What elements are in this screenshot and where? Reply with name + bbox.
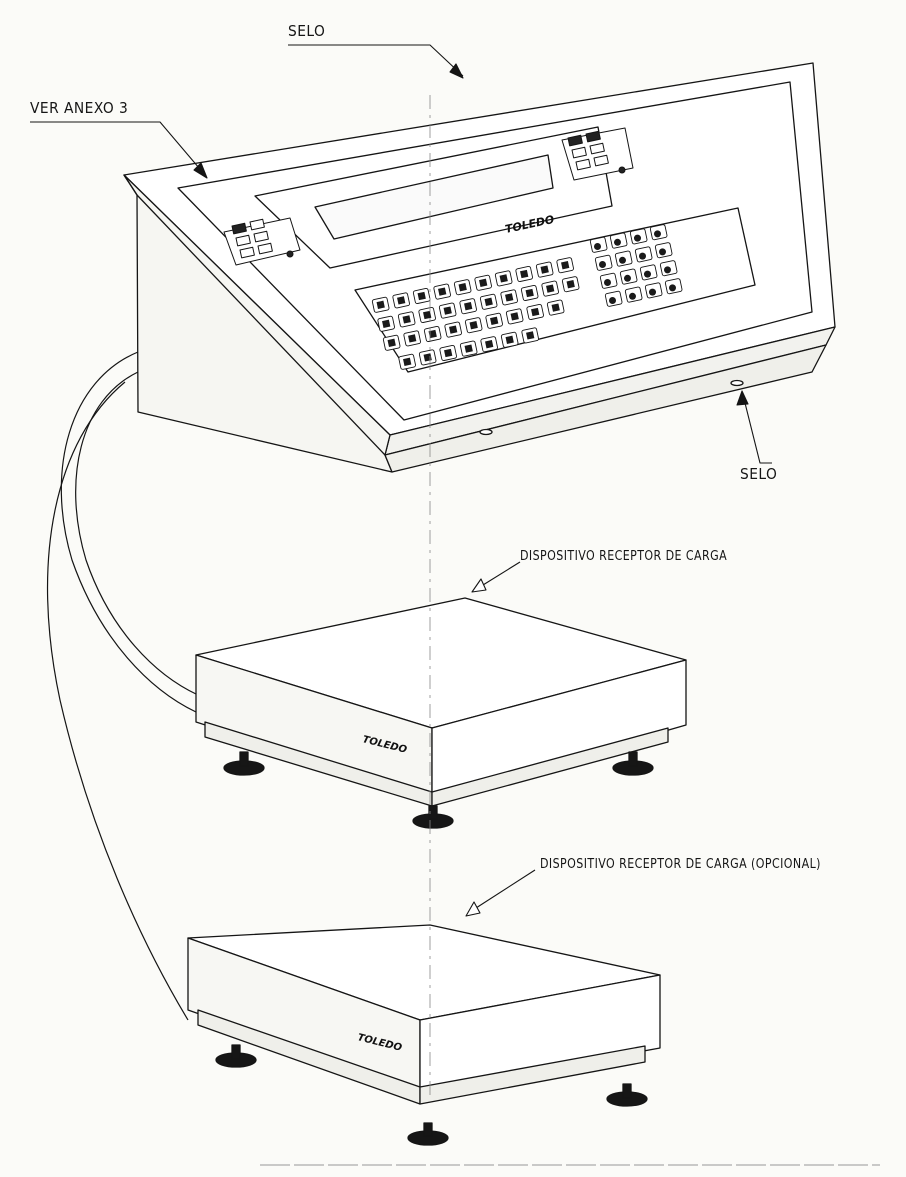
cable-to-platform-1 — [60, 351, 199, 713]
key-legend-mark — [499, 274, 508, 283]
numpad-key-mark — [639, 252, 646, 260]
numpad-key-mark — [654, 230, 661, 238]
key-legend-mark — [423, 353, 432, 362]
load-platform-1 — [195, 597, 687, 829]
left-button-cluster — [223, 217, 301, 266]
key-legend-mark — [428, 329, 437, 339]
key-legend-mark — [531, 307, 540, 317]
key-legend-mark — [403, 357, 412, 366]
numpad-key-mark — [644, 270, 651, 278]
key-legend-mark — [561, 261, 570, 270]
key-legend-mark — [520, 269, 529, 279]
key-legend-mark — [458, 283, 467, 292]
key-legend-mark — [438, 287, 447, 296]
key-legend-mark — [444, 348, 453, 358]
key-legend-mark — [376, 300, 385, 309]
right-button-cluster — [561, 127, 634, 181]
key-legend-mark — [490, 316, 499, 325]
numpad-key-mark — [664, 266, 671, 274]
key-legend-mark — [551, 303, 560, 312]
key-legend-mark — [417, 291, 426, 301]
key-legend-mark — [566, 280, 575, 289]
label-selo-top: SELO — [288, 22, 326, 40]
numpad-key-mark — [599, 261, 606, 268]
numpad-key-mark — [634, 234, 641, 242]
key-legend-mark — [464, 302, 473, 311]
key-legend-mark — [469, 321, 478, 330]
key-legend-mark — [505, 335, 514, 344]
key-legend-mark — [464, 344, 473, 353]
numpad-key-mark — [669, 284, 676, 292]
key-legend-mark — [526, 331, 535, 340]
numpad-key-mark — [614, 238, 621, 246]
key-legend-mark — [525, 288, 534, 298]
label-receptor-opcional: DISPOSITIVO RECEPTOR DE CARGA (OPCIONAL) — [540, 857, 821, 872]
key-legend-mark — [484, 297, 493, 306]
seal-hole-right — [730, 379, 744, 387]
key-legend-mark — [408, 334, 417, 343]
label-ver-anexo: VER ANEXO 3 — [30, 99, 129, 117]
key-legend-mark — [540, 265, 549, 274]
key-legend-mark — [443, 306, 452, 315]
numpad-key-mark — [659, 248, 666, 256]
numpad-key-mark — [609, 297, 616, 304]
key-legend-mark — [423, 310, 432, 320]
key-legend-mark — [449, 325, 458, 334]
numpad-key-mark — [624, 274, 631, 282]
numpad-key-mark — [604, 279, 611, 286]
seal-hole-front — [479, 428, 493, 436]
terminal-housing — [123, 62, 836, 473]
key-legend-mark — [402, 315, 411, 324]
key-legend-mark — [382, 319, 391, 328]
numpad-key-mark — [649, 288, 656, 296]
numpad-key-mark — [629, 292, 636, 300]
load-platform-2 — [187, 924, 661, 1146]
numpad-key-mark — [619, 256, 626, 264]
label-receptor: DISPOSITIVO RECEPTOR DE CARGA — [520, 549, 728, 564]
key-legend-mark — [479, 278, 488, 287]
numpad-key-mark — [594, 243, 601, 250]
key-legend-mark — [505, 293, 514, 302]
key-legend-mark — [387, 338, 396, 347]
label-selo-bottom: SELO — [740, 465, 778, 483]
key-legend-mark — [546, 284, 555, 293]
cable-to-platform-2 — [46, 381, 189, 1021]
terminal-display — [254, 126, 613, 269]
leader-lines — [30, 44, 772, 917]
keyboard-area — [354, 207, 756, 373]
key-legend-mark — [510, 312, 519, 321]
key-legend-mark — [485, 340, 494, 349]
key-legend-mark — [397, 296, 406, 305]
